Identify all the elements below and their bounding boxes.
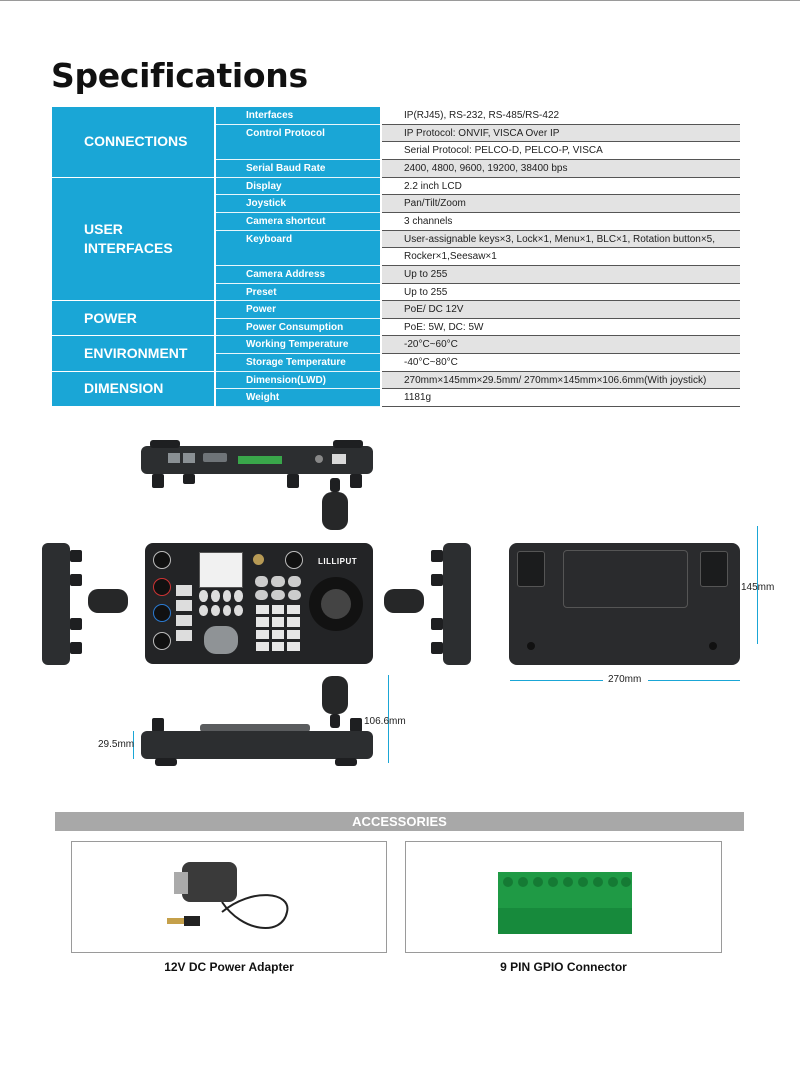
row-divider [382,194,740,196]
spec-label: Dimension(LWD) [216,371,380,390]
label-divider [216,158,380,160]
accessories-header: ACCESSORIES [55,812,744,831]
row-divider [382,141,740,143]
row-divider [382,317,740,319]
row-divider [382,176,740,178]
spec-label: Serial Baud Rate [216,159,380,178]
row-divider [382,388,740,390]
label-divider [216,229,380,231]
spec-value: 2400, 4800, 9600, 19200, 38400 bps [382,159,740,178]
label-divider [216,176,380,178]
spec-label: Camera shortcut [216,212,380,231]
spec-value: IP(RJ45), RS-232, RS-485/RS-422 [382,107,740,125]
label-divider [216,335,380,337]
dim-depth-label: 29.5mm [98,739,135,750]
label-divider [216,388,380,390]
spec-value: Pan/Tilt/Zoom [382,195,740,213]
label-divider [216,370,380,372]
spec-category-label: DIMENSION [84,380,164,397]
row-divider [382,229,740,231]
top-divider [0,0,800,1]
row-divider [382,406,740,408]
spec-label: Display [216,177,380,196]
spec-label: Power [216,301,380,319]
spec-value: 270mm×145mm×29.5mm/ 270mm×145mm×106.6mm(… [382,371,740,390]
label-divider [216,123,380,125]
accessory-caption-gpio: 9 PIN GPIO Connector [500,960,627,974]
spec-value: Up to 255 [382,265,740,284]
page-title: Specifications [51,56,308,95]
spec-label: Preset [216,283,380,302]
row-divider [382,370,740,372]
row-divider [382,264,740,266]
spec-category: USER INTERFACES [52,177,214,301]
spec-label: Storage Temperature [216,354,380,372]
spec-value: User-assignable keys×3, Lock×1, Menu×1, … [382,230,740,249]
label-divider [216,317,380,319]
row-divider [382,300,740,302]
spec-category-label: POWER [84,309,137,326]
spec-category: ENVIRONMENT [52,336,214,371]
row-divider [382,247,740,249]
label-divider [216,282,380,284]
spec-value: Rocker×1,Seesaw×1 [382,248,740,266]
dim-length-label: 270mm [608,674,642,685]
spec-value: PoE: 5W, DC: 5W [382,318,740,337]
spec-category: DIMENSION [52,371,214,407]
spec-value: 1181g [382,389,740,408]
spec-category-label: ENVIRONMENT [84,345,188,362]
spec-label: Interfaces [216,107,380,125]
dim-joystick-label: 106.6mm [364,716,406,727]
brand-logo: LILLIPUT [318,557,358,566]
spec-value: Up to 255 [382,283,740,302]
spec-value: PoE/ DC 12V [382,301,740,319]
label-divider [216,194,380,196]
label-divider [216,406,380,408]
accessory-caption-adapter: 12V DC Power Adapter [164,960,294,974]
spec-label: Control Protocol [216,124,380,160]
label-divider [216,300,380,302]
spec-value: -20°C~60°C [382,336,740,355]
spec-category: POWER [52,301,214,336]
row-divider [382,335,740,337]
spec-category-label: USER INTERFACES [84,220,173,256]
row-divider [382,211,740,213]
spec-value: 2.2 inch LCD [382,177,740,196]
label-divider [216,264,380,266]
spec-value: 3 channels [382,212,740,231]
row-divider [382,158,740,160]
spec-value: -40°C~80°C [382,354,740,372]
row-divider [382,353,740,355]
row-divider [382,123,740,125]
label-divider [216,353,380,355]
spec-category: CONNECTIONS [52,107,214,177]
spec-label: Camera Address [216,265,380,284]
dim-height-label: 145mm [741,582,775,593]
spec-label: Joystick [216,195,380,213]
spec-label: Weight [216,389,380,408]
row-divider [382,282,740,284]
accessory-image-gpio [405,841,722,953]
spec-label: Working Temperature [216,336,380,355]
spec-label: Keyboard [216,230,380,266]
accessory-image-adapter [71,841,387,953]
label-divider [216,211,380,213]
spec-value: Serial Protocol: PELCO-D, PELCO-P, VISCA [382,142,740,160]
spec-value: IP Protocol: ONVIF, VISCA Over IP [382,124,740,143]
spec-label: Power Consumption [216,318,380,337]
spec-category-label: CONNECTIONS [84,133,188,150]
